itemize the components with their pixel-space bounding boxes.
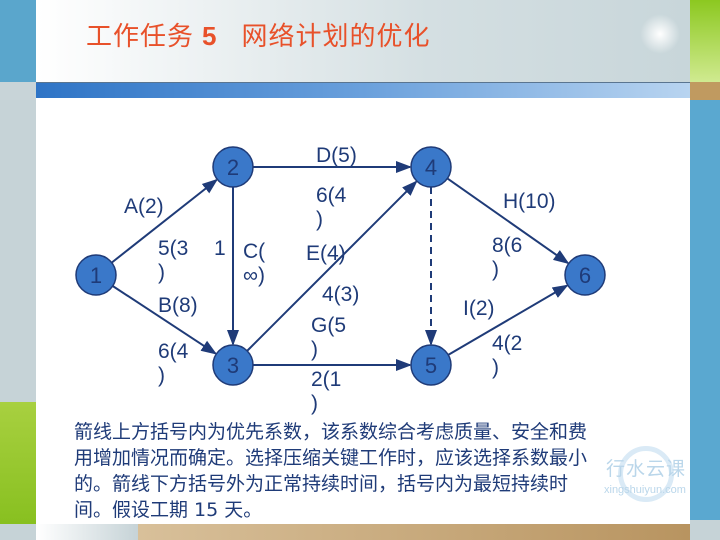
watermark-url: xingshuiyun.com <box>604 484 686 496</box>
bottom-band-gray <box>36 524 138 540</box>
node-circle <box>410 146 452 188</box>
bottom-band-tan <box>138 524 690 540</box>
left-band-gray <box>0 100 36 402</box>
edge-duration: 8(6 ) <box>492 234 523 281</box>
watermark-brand: 行水云课 <box>606 458 687 480</box>
edge-3-4 <box>246 180 418 352</box>
edge-duration: 6(4 ) <box>158 340 189 387</box>
left-band-top <box>0 0 36 82</box>
sparkle-icon <box>640 14 680 54</box>
edge-label: G(5 ) <box>311 314 347 361</box>
node-label: 1 <box>90 263 102 288</box>
edge-duration: 2(1 ) <box>311 368 342 415</box>
edge-duration: 4(2 ) <box>492 332 523 379</box>
left-band-mid <box>0 82 36 100</box>
edge-label: C( ∞) <box>243 240 266 287</box>
edge-duration: 5(3 ) <box>158 237 189 284</box>
edge-1-2 <box>111 178 219 264</box>
node-label: 6 <box>579 263 591 288</box>
node-label: 3 <box>227 353 239 378</box>
edge-1-3 <box>112 285 218 355</box>
edge-4-6 <box>446 177 570 265</box>
left-band-bottom <box>0 524 36 540</box>
left-band-green <box>0 402 36 524</box>
header-bg <box>36 0 690 82</box>
edge-duration: 6(4 ) <box>316 184 347 231</box>
right-band-green <box>690 0 720 82</box>
node-circle <box>212 146 254 188</box>
edge-label: B(8) <box>158 294 198 317</box>
right-band-bottom <box>690 520 720 540</box>
edge-5-6 <box>447 284 569 356</box>
edge-label: H(10) <box>503 190 556 213</box>
node-circle <box>564 254 606 296</box>
node-circle <box>410 344 452 386</box>
header-blue-bar <box>36 82 690 98</box>
right-band-tan <box>690 82 720 100</box>
right-band-blue <box>690 100 720 520</box>
edge-duration: 4(3) <box>322 283 360 306</box>
edge-duration: 1 <box>214 237 226 260</box>
watermark: 行水云课 xingshuiyun.com <box>604 440 688 510</box>
description-text: 箭线上方括号内为优先系数，该系数综合考虑质量、安全和费用增加情况而确定。选择压缩… <box>74 421 588 521</box>
watermark-logo-icon <box>618 446 674 502</box>
node-circle <box>75 254 117 296</box>
edge-label: D(5) <box>316 144 357 167</box>
edge-label: I(2) <box>463 297 495 320</box>
node-label: 2 <box>227 155 239 180</box>
node-label: 5 <box>425 353 437 378</box>
edge-label: A(2) <box>124 195 164 218</box>
edge-label: E(4) <box>306 242 346 265</box>
node-circle <box>212 344 254 386</box>
node-label: 4 <box>425 155 437 180</box>
